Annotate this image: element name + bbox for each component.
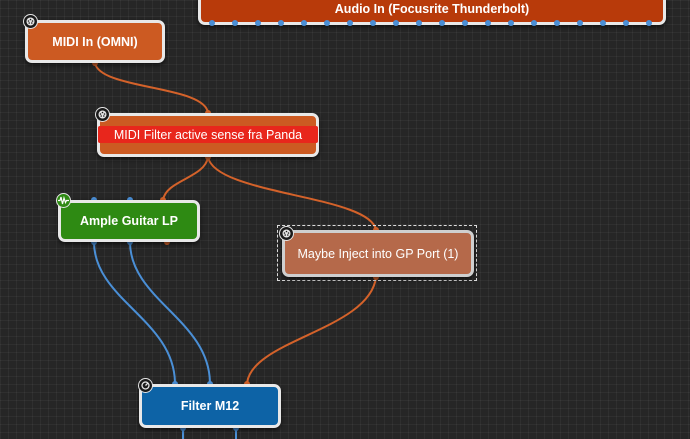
filter-m12-label: Filter M12 [180,399,240,413]
audio-in-ports [209,20,652,26]
audio-in-label: Audio In (Focusrite Thunderbolt) [334,2,530,16]
maybe-inject-node[interactable]: Maybe Inject into GP Port (1) [282,230,474,277]
midi-port-icon [23,14,38,29]
midi-filter-label: MIDI Filter active sense fra Panda [113,128,303,142]
active-highlight-bar [98,126,318,143]
audio-wire[interactable] [129,241,211,385]
selection-outline [277,225,477,281]
midi-in-node[interactable]: MIDI In (OMNI) [25,20,165,63]
filter-m12-node[interactable]: Filter M12 [139,384,281,428]
waveform-icon [56,193,71,208]
midi-in-label: MIDI In (OMNI) [52,34,138,49]
midi-wire[interactable] [94,62,209,114]
ample-guitar-label: Ample Guitar LP [80,214,178,228]
knob-icon [138,378,153,393]
audio-in-node[interactable]: Audio In (Focusrite Thunderbolt) [198,0,666,25]
midi-wire[interactable] [162,156,209,201]
maybe-inject-label: Maybe Inject into GP Port (1) [297,246,459,261]
midi-port-icon [95,107,110,122]
midi-filter-node[interactable]: MIDI Filter active sense fra Panda [97,113,319,157]
midi-wire[interactable] [207,156,377,231]
ample-guitar-node[interactable]: Ample Guitar LP [58,200,200,242]
midi-port-icon [279,226,294,241]
midi-wire[interactable] [246,276,377,385]
audio-wire[interactable] [93,241,176,385]
